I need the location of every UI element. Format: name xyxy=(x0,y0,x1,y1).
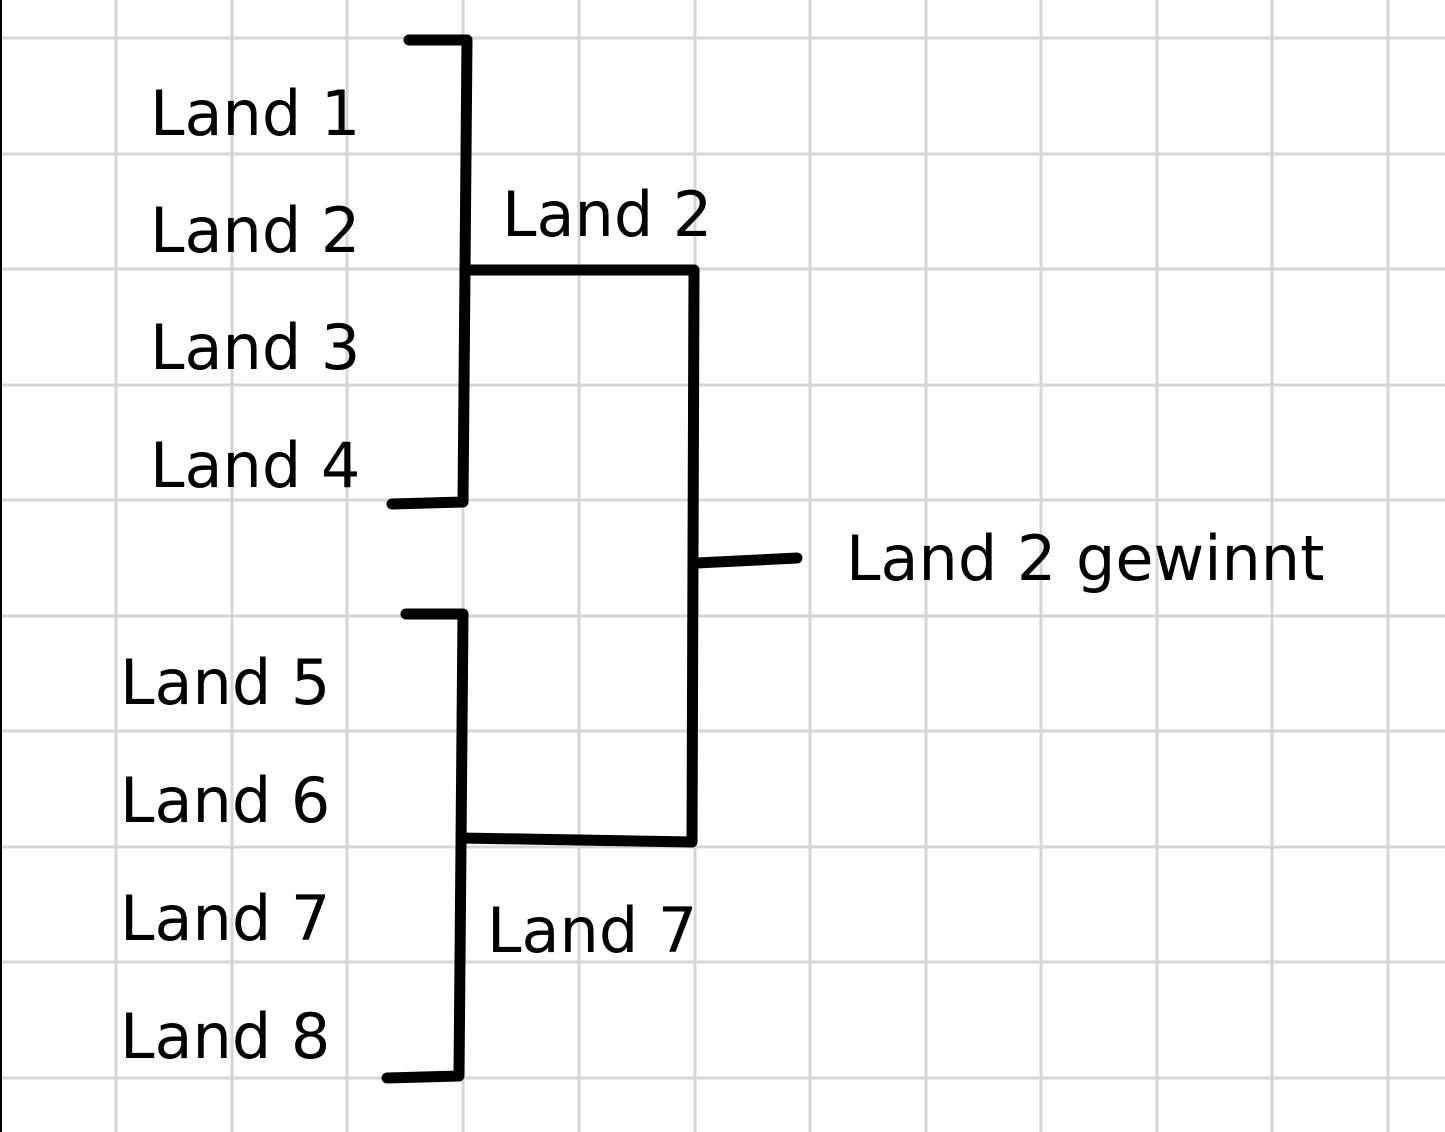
team-label-1: Land 1 xyxy=(150,77,360,150)
semifinal-winner-bottom: Land 7 xyxy=(487,894,697,967)
bracket-bottom-group xyxy=(381,608,469,1084)
team-label-3: Land 3 xyxy=(150,311,360,384)
team-label-4: Land 4 xyxy=(150,429,360,502)
semifinal-winner-top: Land 2 xyxy=(502,178,712,251)
team-label-6: Land 6 xyxy=(120,764,330,837)
team-label-8: Land 8 xyxy=(120,1000,330,1073)
team-label-7: Land 7 xyxy=(120,882,330,955)
team-label-2: Land 2 xyxy=(150,194,360,267)
bracket-final-connector xyxy=(456,264,700,848)
bracket-winner-line xyxy=(691,552,803,569)
team-label-5: Land 5 xyxy=(120,646,330,719)
winner-label: Land 2 gewinnt xyxy=(846,522,1324,595)
